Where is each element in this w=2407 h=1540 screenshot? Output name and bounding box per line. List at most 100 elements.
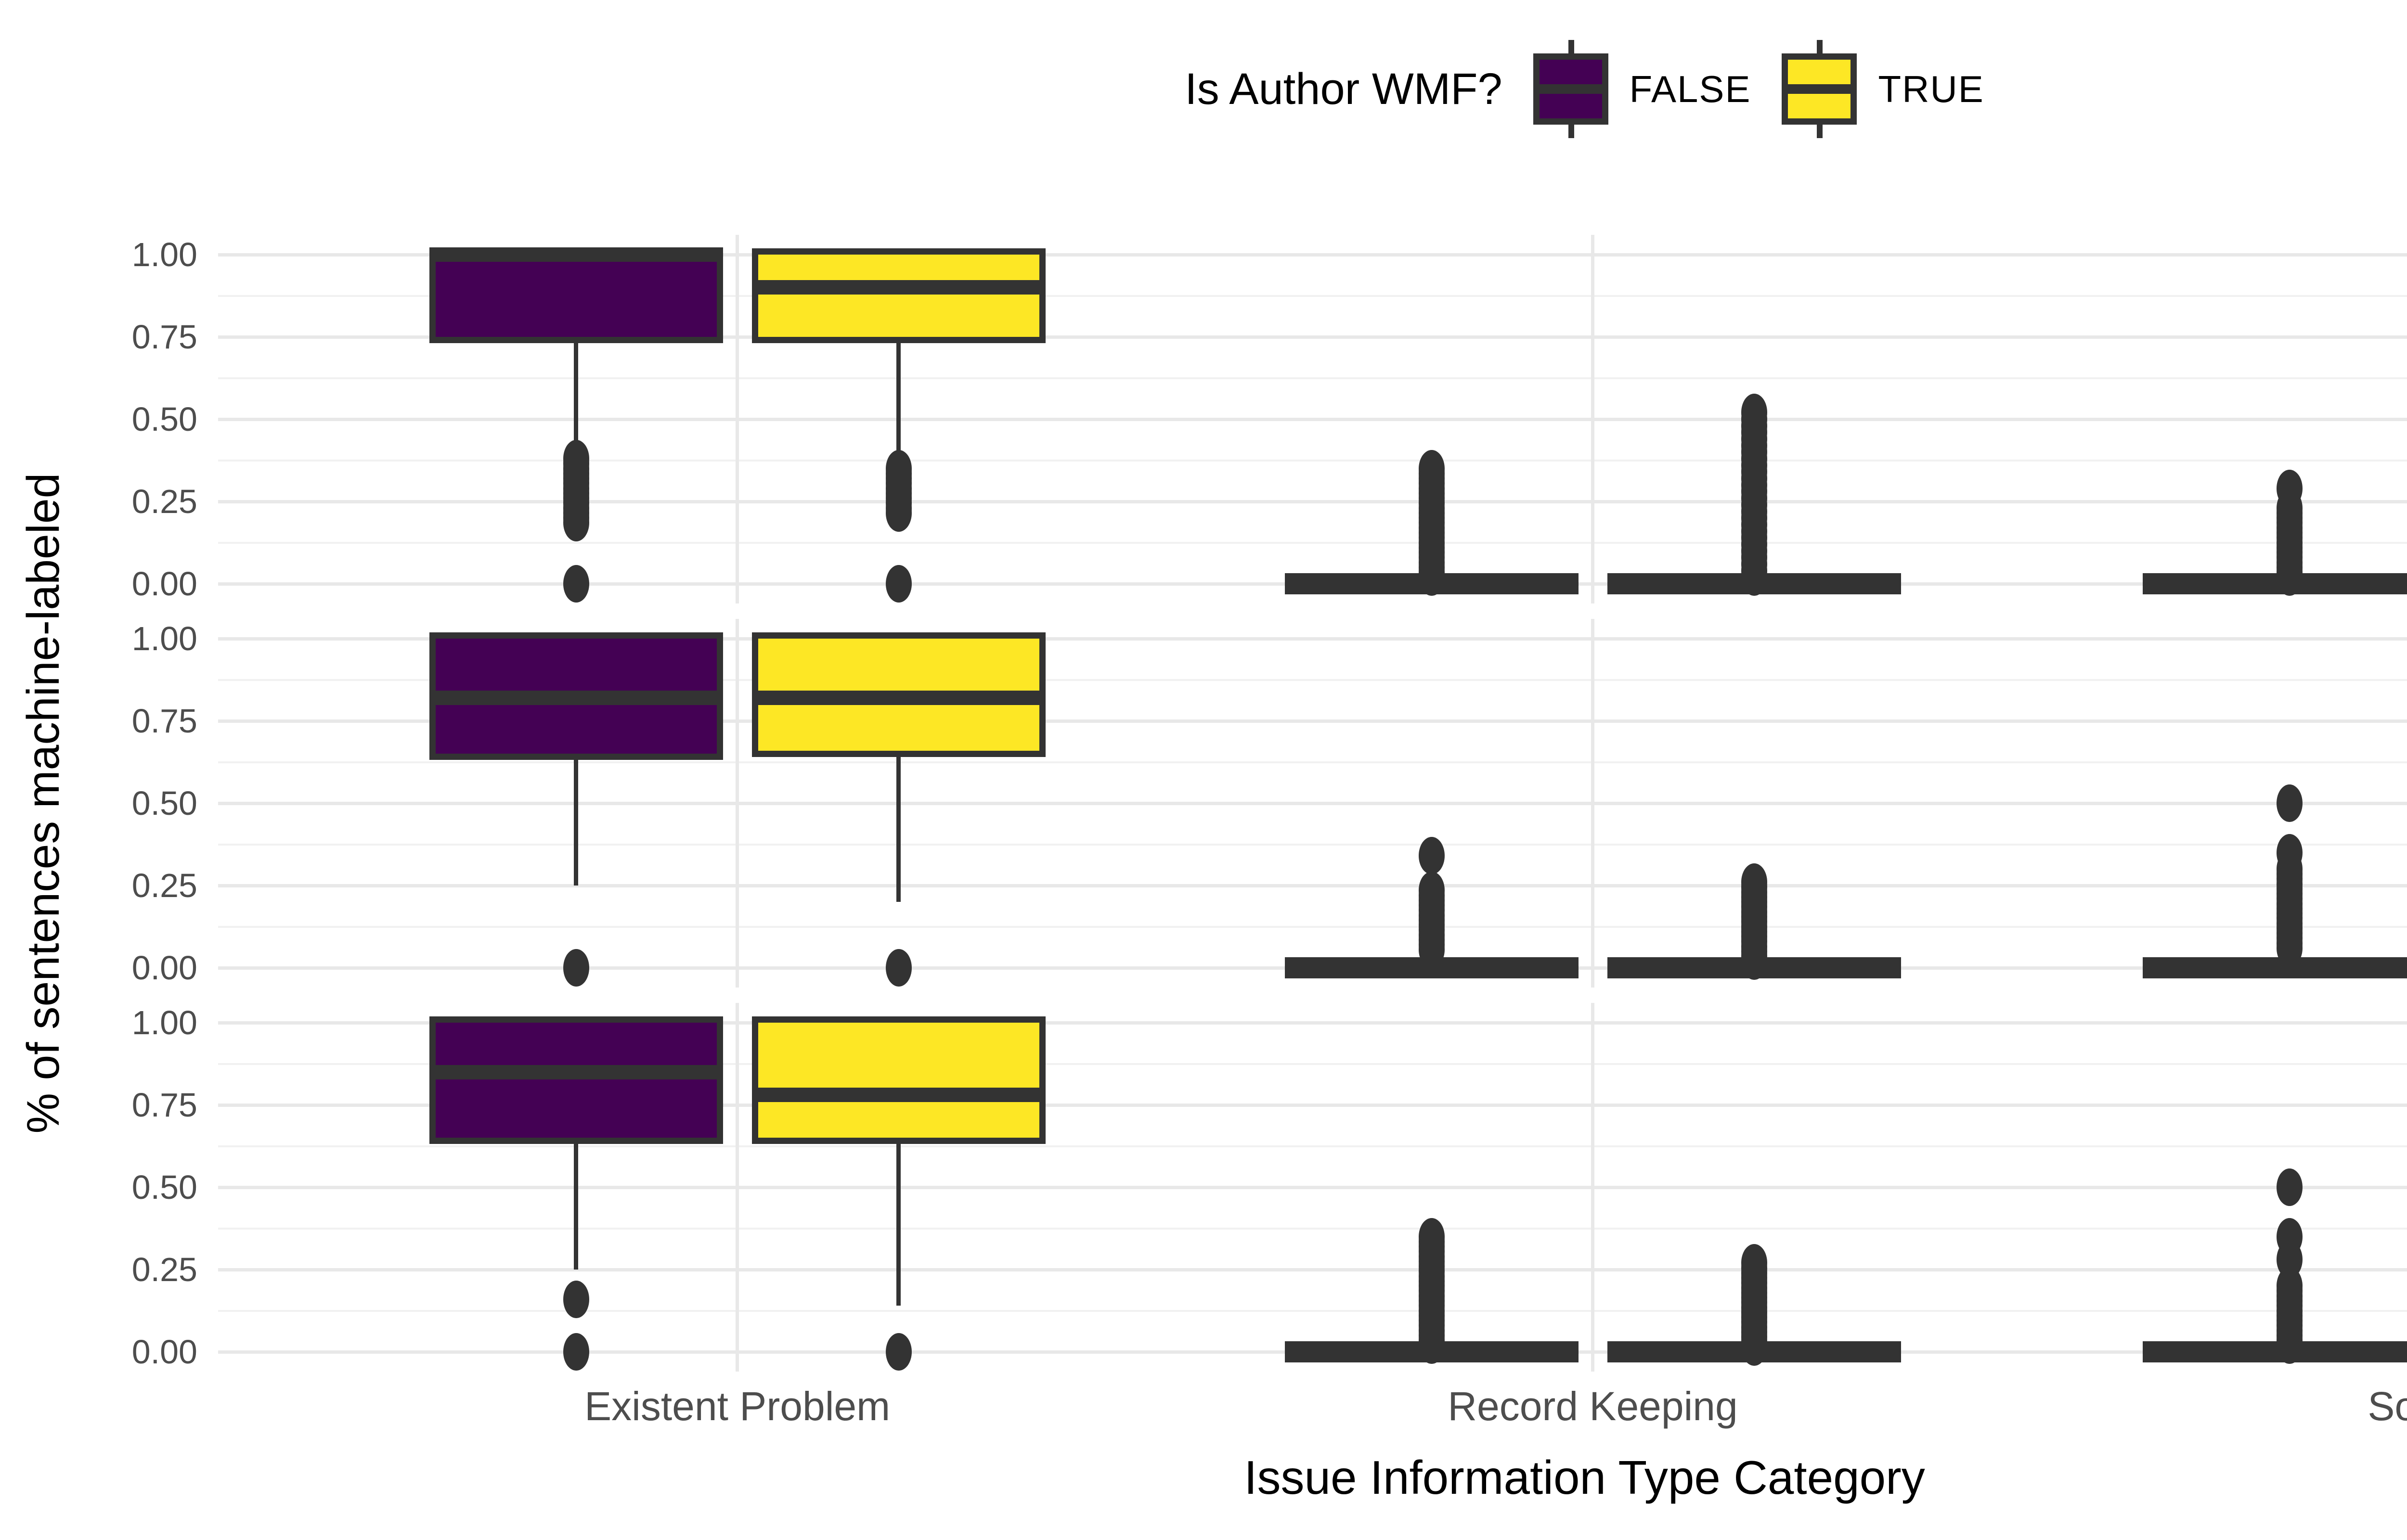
y-tick-label: 0.25 bbox=[131, 1251, 197, 1288]
whisker-low bbox=[896, 1138, 901, 1306]
facet-panel-https-login bbox=[218, 619, 2407, 988]
gridline-major bbox=[218, 1021, 2407, 1025]
y-tick-label: 0.50 bbox=[131, 400, 197, 438]
legend-title: Is Author WMF? bbox=[1185, 64, 1502, 114]
median-line bbox=[429, 1065, 723, 1079]
median-line bbox=[429, 691, 723, 706]
whisker-low bbox=[896, 337, 901, 459]
gridline-minor bbox=[218, 295, 2407, 297]
key-whisker-bottom bbox=[1568, 125, 1574, 138]
outlier-point bbox=[563, 565, 589, 603]
median-line bbox=[751, 691, 1046, 706]
gridline-major bbox=[218, 1268, 2407, 1271]
collapsed-box-false bbox=[2143, 573, 2407, 594]
outlier-point bbox=[1418, 837, 1445, 875]
x-category-label: Solutions bbox=[2368, 1384, 2407, 1429]
gridline-minor bbox=[218, 459, 2407, 462]
whisker-low bbox=[896, 750, 901, 902]
boxplot-key-icon bbox=[1533, 40, 1608, 138]
outlier-point bbox=[1418, 931, 1445, 969]
y-tick-label: 0.50 bbox=[131, 784, 197, 822]
gridline-major bbox=[218, 335, 2407, 339]
key-whisker-bottom bbox=[1817, 125, 1823, 138]
gridline-vertical bbox=[1591, 619, 1595, 988]
median-line bbox=[751, 1088, 1046, 1103]
outlier-point bbox=[1418, 1326, 1445, 1364]
outlier-point bbox=[2277, 929, 2303, 967]
gridline-major bbox=[218, 884, 2407, 887]
gridline-major bbox=[218, 500, 2407, 503]
legend-label-true: TRUE bbox=[1878, 67, 1984, 110]
gridline-major bbox=[218, 637, 2407, 641]
gridline-major bbox=[218, 801, 2407, 805]
gridline-vertical bbox=[1591, 235, 1595, 603]
legend-label-false: FALSE bbox=[1629, 67, 1751, 110]
legend: Is Author WMF? FALSE TRUE bbox=[218, 34, 2407, 144]
facet-panel-visualeditor bbox=[218, 235, 2407, 603]
outlier-point bbox=[885, 494, 912, 532]
gridline-major bbox=[218, 719, 2407, 723]
outlier-point bbox=[885, 565, 912, 603]
y-tick-label: 0.75 bbox=[131, 318, 197, 356]
outlier-point bbox=[2277, 1326, 2303, 1364]
whisker-low bbox=[574, 754, 579, 886]
legend-entry-false: FALSE bbox=[1533, 40, 1751, 138]
key-whisker-top bbox=[1817, 40, 1823, 53]
outlier-point bbox=[563, 1333, 589, 1371]
y-tick-label: 0.75 bbox=[131, 1086, 197, 1124]
gridline-minor bbox=[218, 1227, 2407, 1230]
gridline-minor bbox=[218, 1063, 2407, 1065]
outlier-point bbox=[1418, 558, 1445, 596]
key-whisker-top bbox=[1568, 40, 1574, 53]
x-category-label: Existent Problem bbox=[584, 1384, 891, 1429]
outlier-point bbox=[1741, 942, 1767, 980]
y-tick-label: 0.50 bbox=[131, 1168, 197, 1206]
y-tick-label: 0.00 bbox=[131, 565, 197, 603]
key-median-line bbox=[1539, 84, 1602, 94]
box-true bbox=[751, 1016, 1046, 1144]
gridline-minor bbox=[218, 377, 2407, 379]
x-category-label: Record Keeping bbox=[1448, 1384, 1738, 1429]
gridline-minor bbox=[218, 1145, 2407, 1147]
gridline-minor bbox=[218, 679, 2407, 681]
median-line bbox=[429, 247, 723, 262]
outlier-point bbox=[563, 1280, 589, 1318]
outlier-point bbox=[885, 1333, 912, 1371]
gridline-major bbox=[218, 253, 2407, 257]
box-false bbox=[429, 1016, 723, 1144]
gridline-major bbox=[218, 417, 2407, 421]
collapsed-box-false bbox=[2143, 957, 2407, 978]
y-tick-label: 0.00 bbox=[131, 1333, 197, 1371]
boxplot-key-icon bbox=[1782, 40, 1857, 138]
median-line bbox=[751, 280, 1046, 295]
outlier-point bbox=[2277, 1168, 2303, 1206]
y-tick-label: 0.25 bbox=[131, 483, 197, 520]
y-tick-label: 1.00 bbox=[131, 236, 197, 273]
y-tick-label: 0.75 bbox=[131, 702, 197, 740]
gridline-vertical bbox=[736, 235, 739, 603]
box-false bbox=[429, 248, 723, 343]
legend-entry-true: TRUE bbox=[1782, 40, 1984, 138]
whisker-low bbox=[574, 337, 579, 452]
y-tick-label: 1.00 bbox=[131, 620, 197, 657]
outlier-point bbox=[1741, 558, 1767, 596]
gridline-vertical bbox=[736, 619, 739, 988]
gridline-minor bbox=[218, 541, 2407, 544]
gridline-major bbox=[218, 1185, 2407, 1189]
gridline-major bbox=[218, 1103, 2407, 1107]
outlier-point bbox=[2277, 784, 2303, 822]
outlier-point bbox=[563, 949, 589, 987]
outlier-point bbox=[563, 504, 589, 542]
key-box-true bbox=[1782, 53, 1857, 125]
gridline-minor bbox=[218, 925, 2407, 928]
collapsed-box-false bbox=[2143, 1341, 2407, 1362]
outlier-point bbox=[885, 949, 912, 987]
y-tick-label: 0.25 bbox=[131, 867, 197, 904]
y-tick-label: 1.00 bbox=[131, 1004, 197, 1041]
whisker-low bbox=[574, 1138, 579, 1270]
key-median-line bbox=[1788, 84, 1851, 94]
key-box-false bbox=[1533, 53, 1608, 125]
box-true bbox=[751, 248, 1046, 343]
gridline-minor bbox=[218, 761, 2407, 763]
